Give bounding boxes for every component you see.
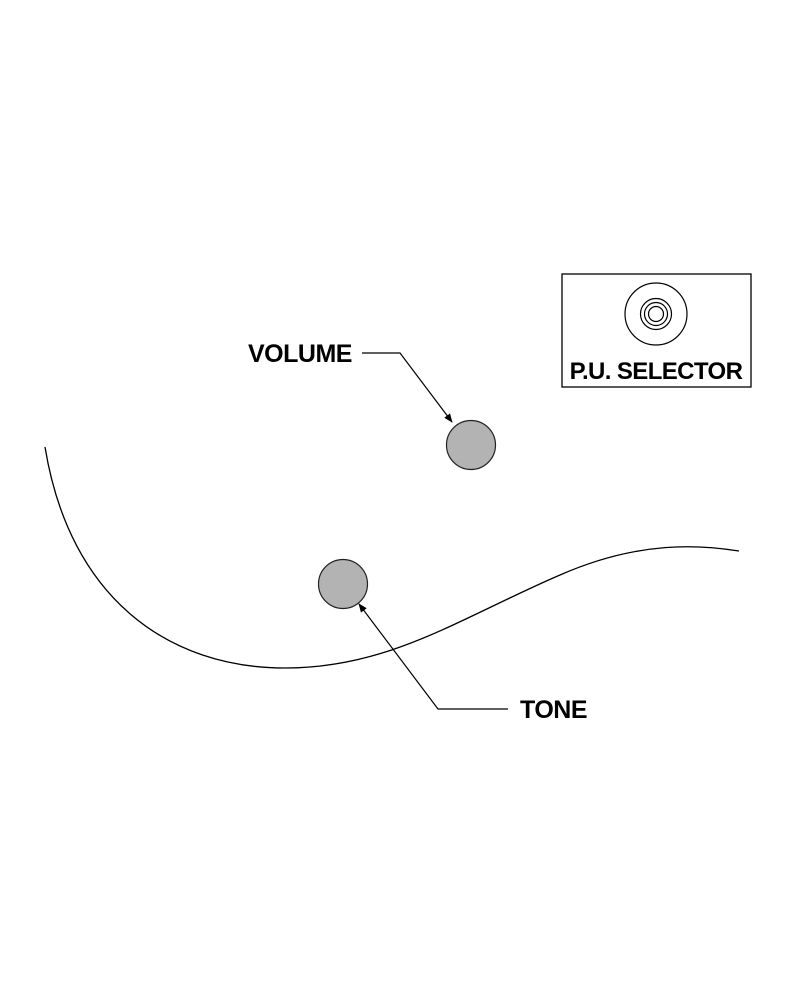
toggle-switch-icon (624, 282, 688, 346)
volume-leader-arrow (362, 352, 453, 423)
volume-label: VOLUME (248, 340, 352, 368)
tone-label: TONE (520, 696, 587, 724)
volume-knob (445, 419, 497, 471)
pickup-selector-frame (561, 273, 752, 388)
tone-knob (317, 558, 369, 610)
pickup-selector-label: P.U. SELECTOR (570, 358, 743, 385)
guitar-body-outline (44, 446, 740, 669)
tone-leader-arrow (358, 603, 508, 710)
pickup-selector-legend: P.U. SELECTOR (561, 273, 752, 388)
